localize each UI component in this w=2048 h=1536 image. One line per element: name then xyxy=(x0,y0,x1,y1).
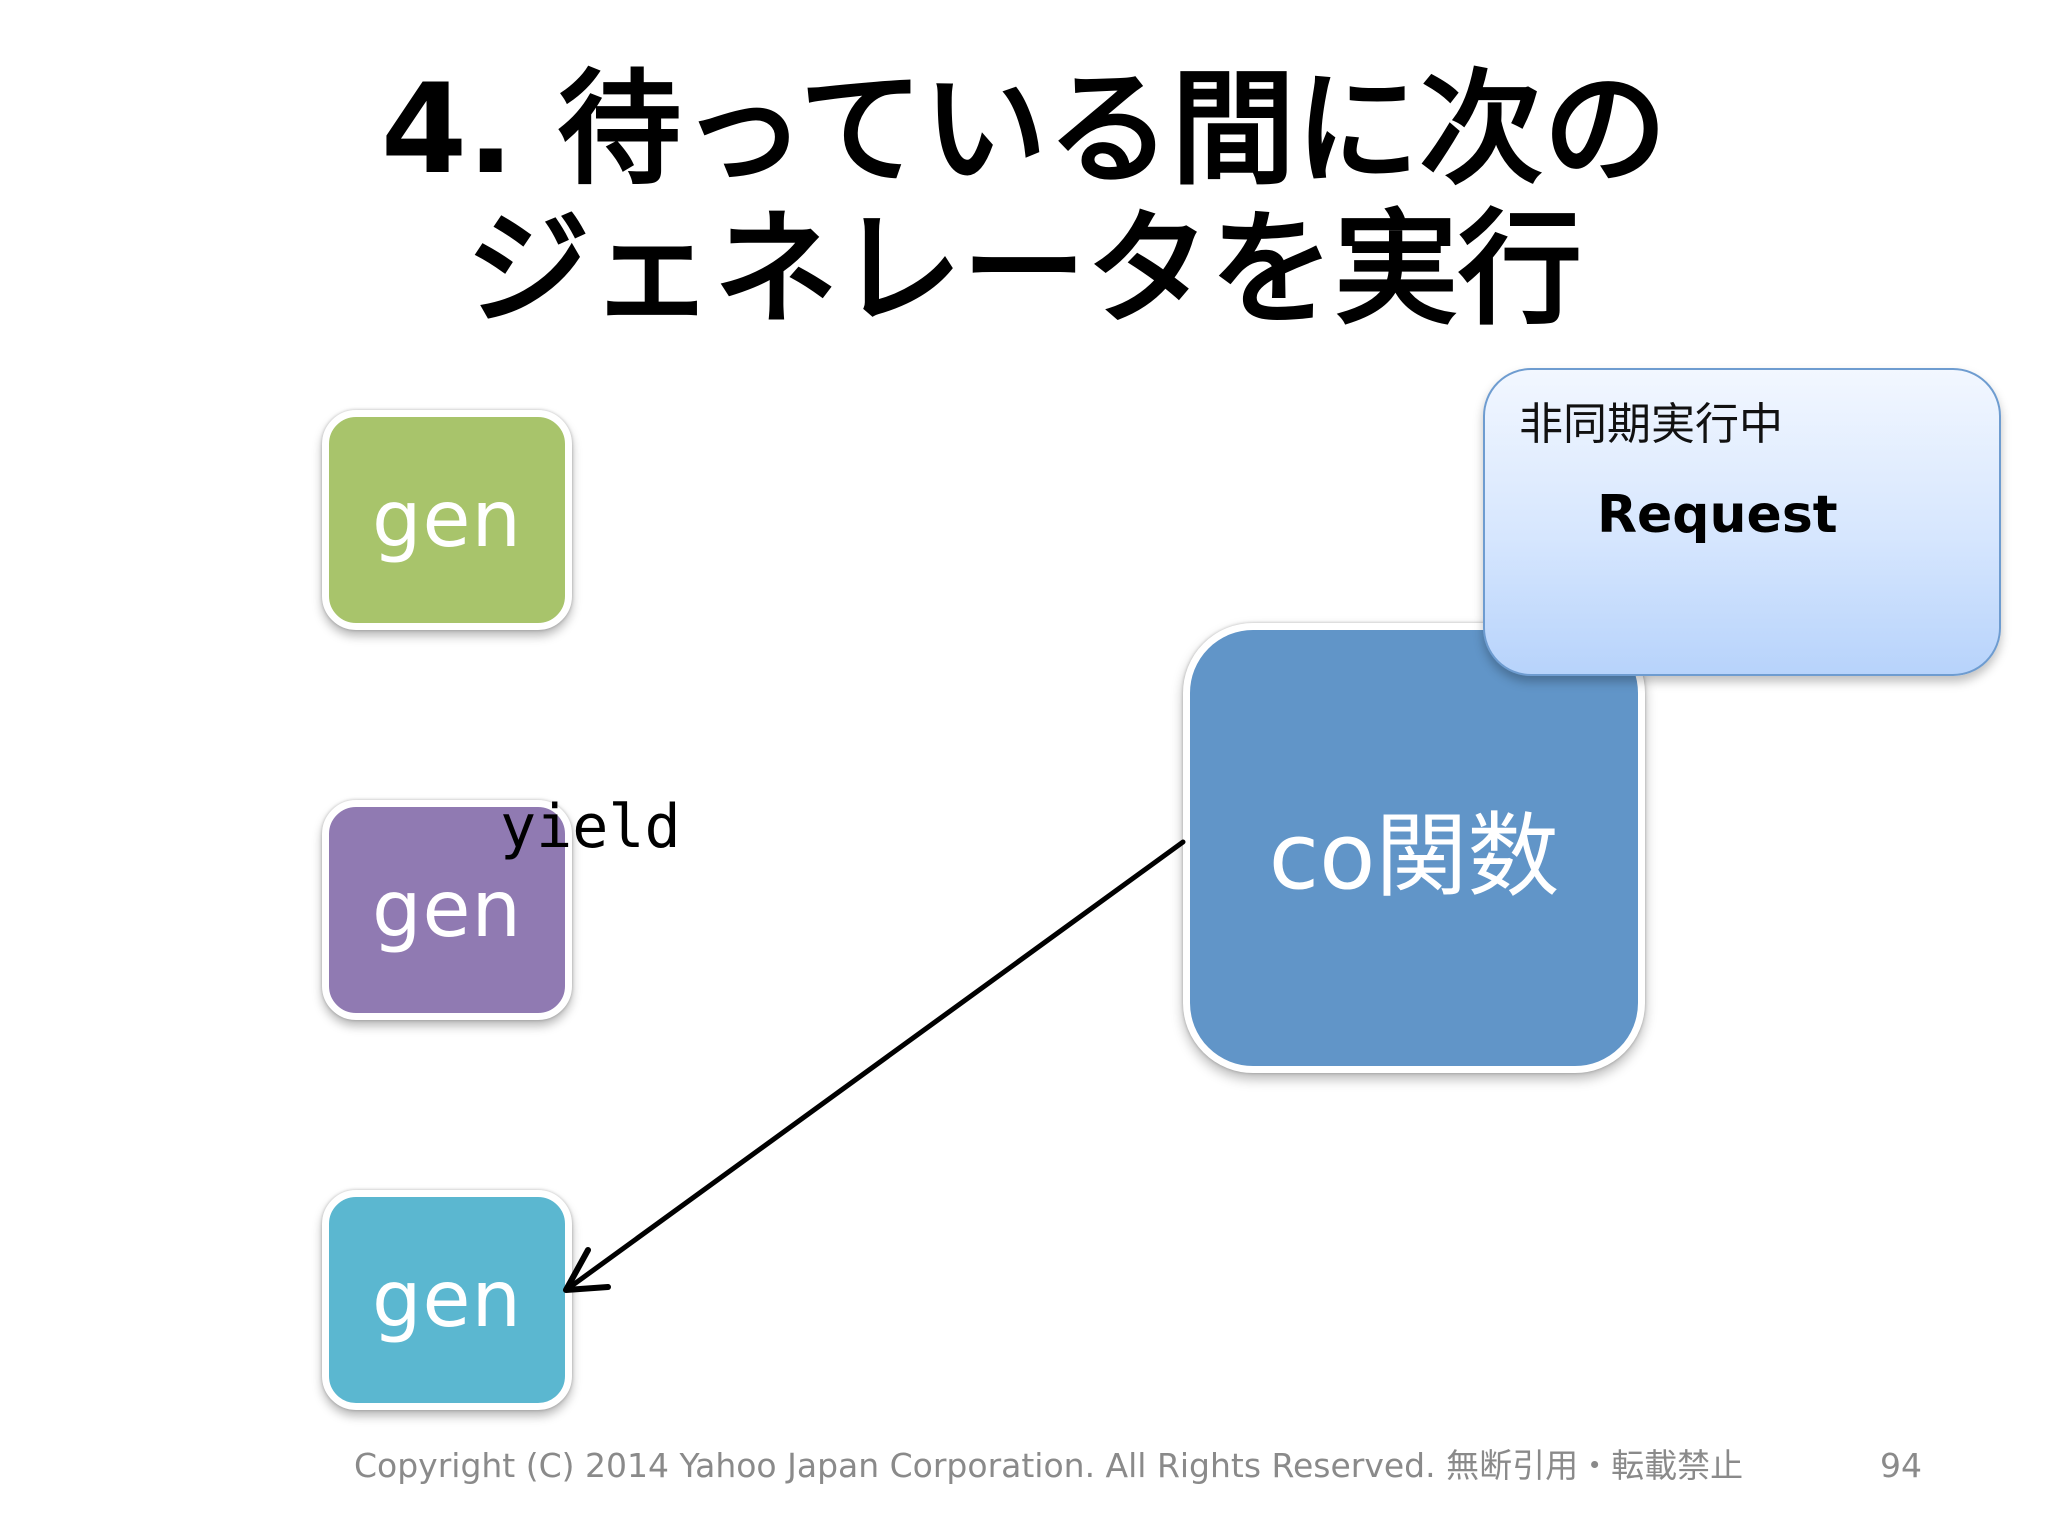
co-function-box: co関数 xyxy=(1183,623,1645,1073)
page-number: 94 xyxy=(1880,1446,1922,1485)
async-request-box: 非同期実行中 Request xyxy=(1483,368,2001,676)
generator-box-top: gen xyxy=(322,410,572,630)
generator-box-middle: gen xyxy=(322,800,572,1020)
slide-title-line-2: ジェネレータを実行 xyxy=(465,198,1582,342)
slide-title-line-1: 4. 待っている間に次の xyxy=(380,58,1668,202)
copyright-footer: Copyright (C) 2014 Yahoo Japan Corporati… xyxy=(354,1446,1744,1485)
co-to-gen-arrowhead xyxy=(563,1247,611,1293)
generator-box-bottom: gen xyxy=(322,1190,572,1410)
async-status-label: 非同期実行中 xyxy=(1519,399,1783,450)
co-to-gen-arrow-shaft xyxy=(563,839,1186,1293)
request-label: Request xyxy=(1597,485,1838,545)
yield-label: yield xyxy=(500,792,681,862)
